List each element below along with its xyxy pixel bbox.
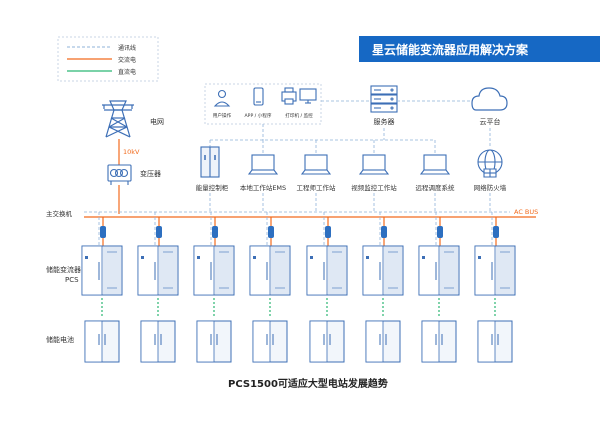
terminal-label-printer: 打印机 / 监控 <box>285 112 313 119</box>
battery-cabinet-icon <box>421 320 457 363</box>
device-label-video: 视频监控工作站 <box>351 183 397 192</box>
legend-ac-label: 交流电 <box>118 56 136 64</box>
pcs-label-line2: PCS <box>65 276 79 284</box>
pcs-cabinet-icon <box>249 245 291 296</box>
pcs-cabinet-icon <box>193 245 235 296</box>
pcs-label-line1: 储能变流器 <box>46 265 81 274</box>
battery-row <box>84 320 513 363</box>
device-label-firewall: 网络防火墙 <box>474 183 507 192</box>
pcs-cabinet-icon <box>362 245 404 296</box>
battery-cabinet-icon <box>196 320 232 363</box>
legend-frame <box>57 36 159 82</box>
pcs-connector-icon <box>156 226 162 238</box>
banner-background <box>359 36 600 62</box>
battery-cabinet-icon <box>84 320 120 363</box>
pcs-cabinet-icon <box>418 245 460 296</box>
battery-cabinet-icon <box>140 320 176 363</box>
comm-lines-top <box>209 100 491 155</box>
pcs-connector-icon <box>325 226 331 238</box>
pcs-connector-icon <box>268 226 274 238</box>
battery-cabinet-icon <box>252 320 288 363</box>
legend: 通讯线 交流电 直流电 <box>57 36 159 82</box>
monitor-small-icon <box>299 88 317 104</box>
cloud-label: 云平台 <box>480 117 501 126</box>
pcs-unit <box>137 212 179 318</box>
energy-control-cabinet-icon <box>200 146 220 178</box>
transformer-label: 变压器 <box>140 169 161 178</box>
terminals-group: 用户操作 APP / 小程序 打印机 / 监控 <box>204 83 322 125</box>
legend-comm-label: 通讯线 <box>118 44 136 52</box>
firewall-icon <box>477 149 503 178</box>
terminal-label-user: 用户操作 <box>213 112 232 119</box>
pcs-connector-icon <box>100 226 106 238</box>
printer-icon <box>281 87 297 105</box>
pcs-connector-icon <box>381 226 387 238</box>
device-label-cabinet: 能量控制柜 <box>196 183 229 192</box>
power-tower-icon <box>102 100 134 138</box>
bus-left-label: 主交换机 <box>46 209 73 218</box>
transformer-icon <box>107 164 132 185</box>
device-label-engineer: 工程师工作站 <box>297 183 337 192</box>
server-icon <box>370 85 398 113</box>
bus-right-label: AC BUS <box>514 208 538 216</box>
pcs-unit <box>362 212 404 318</box>
title-banner: 星云储能变流器应用解决方案 <box>359 36 600 62</box>
comm-lines-device-bus <box>209 193 491 212</box>
pcs-row <box>81 212 516 318</box>
pcs-unit <box>474 212 516 318</box>
phone-icon <box>253 87 264 106</box>
pcs-unit <box>249 212 291 318</box>
diagram-caption: PCS1500可适应大型电站发展趋势 <box>228 377 388 390</box>
battery-cabinet-icon <box>477 320 513 363</box>
user-icon <box>213 89 231 107</box>
monitor-icon-ems <box>247 154 279 175</box>
main-bus: 主交换机 AC BUS <box>46 208 538 218</box>
pcs-cabinet-icon <box>81 245 123 296</box>
monitor-icon-video <box>358 154 390 175</box>
device-label-dispatch: 远程调度系统 <box>416 183 456 192</box>
grid-voltage-label: 10kV <box>123 148 140 156</box>
monitor-icon-engineer <box>300 154 332 175</box>
cloud-icon <box>471 87 508 111</box>
pcs-unit <box>306 212 348 318</box>
battery-cabinet-icon <box>309 320 345 363</box>
server-label: 服务器 <box>374 117 395 126</box>
pcs-connector-icon <box>212 226 218 238</box>
terminal-label-app: APP / 小程序 <box>245 112 272 119</box>
device-label-ems: 本地工作站EMS <box>240 183 286 192</box>
banner-title: 星云储能变流器应用解决方案 <box>372 42 529 57</box>
monitor-icon-dispatch <box>419 154 451 175</box>
legend-dc-label: 直流电 <box>118 68 136 76</box>
grid-label: 电网 <box>150 117 164 126</box>
pcs-connector-icon <box>493 226 499 238</box>
pcs-cabinet-icon <box>306 245 348 296</box>
pcs-unit <box>81 212 123 318</box>
pcs-cabinet-icon <box>474 245 516 296</box>
battery-cabinet-icon <box>365 320 401 363</box>
pcs-connector-icon <box>437 226 443 238</box>
pcs-unit <box>193 212 235 318</box>
battery-label: 储能电池 <box>46 335 74 344</box>
pcs-unit <box>418 212 460 318</box>
pcs-cabinet-icon <box>137 245 179 296</box>
